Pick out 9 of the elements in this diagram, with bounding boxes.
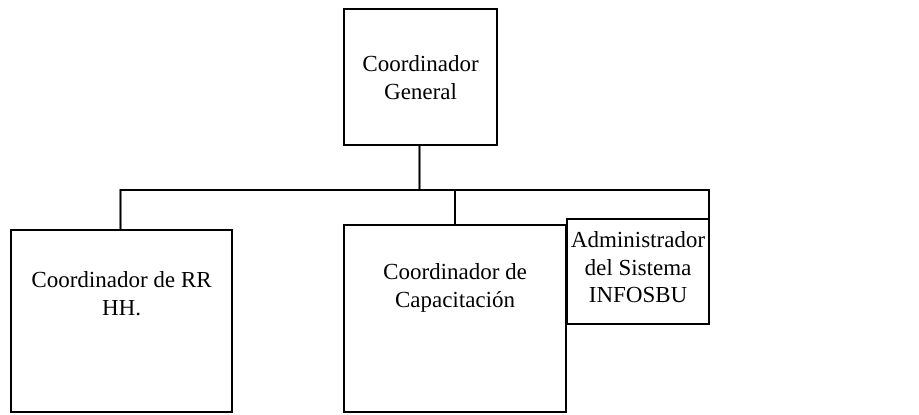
org-box: [566, 218, 710, 325]
connector-line: [418, 146, 710, 218]
box-label: Administrador del Sistema INFOSBU: [570, 226, 706, 309]
org-box: [10, 229, 233, 413]
box-label: Coordinador de RR HH.: [30, 266, 213, 322]
org-box: [343, 8, 498, 146]
box-label: Coordinador de Capacitación: [382, 258, 528, 314]
box-label: Coordinador General: [361, 50, 480, 106]
org-box: [343, 224, 567, 413]
